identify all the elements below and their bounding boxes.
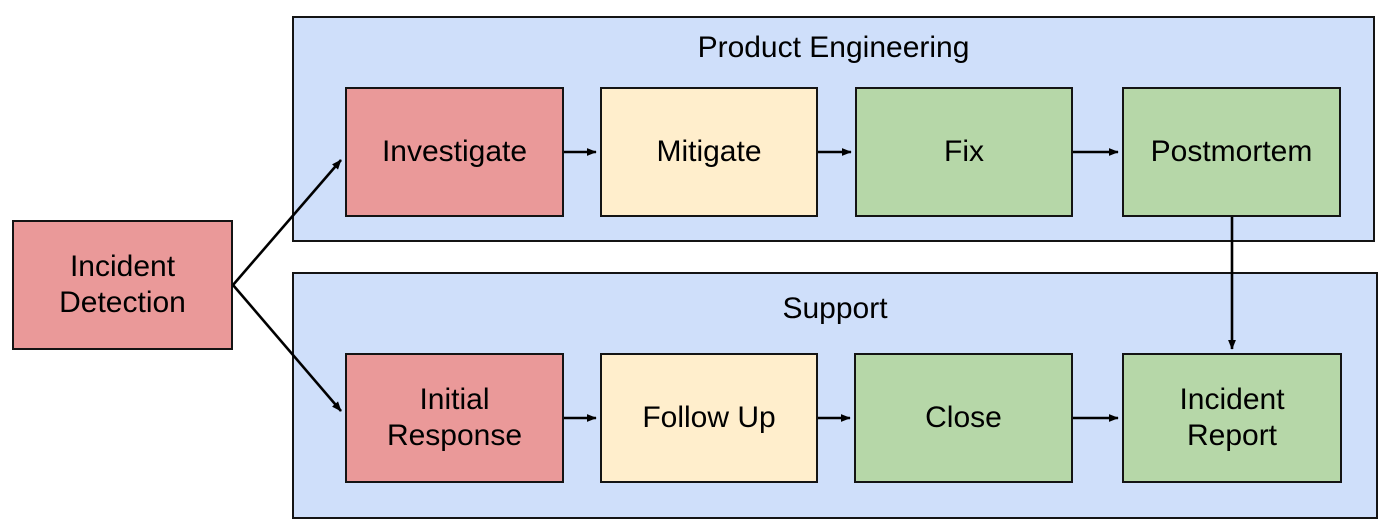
node-mitigate[interactable]: Mitigate — [600, 87, 818, 217]
swimlane-title-product-engineering: Product Engineering — [697, 31, 970, 64]
node-investigate[interactable]: Investigate — [345, 87, 564, 217]
edge-detection-to-investigate — [232, 159, 342, 286]
swimlane-title-support: Support — [782, 292, 888, 325]
node-incident-detection[interactable]: Incident Detection — [12, 220, 233, 350]
edge-detection-to-initial-response — [232, 284, 342, 412]
node-fix[interactable]: Fix — [855, 87, 1073, 217]
node-initial-response[interactable]: Initial Response — [345, 353, 564, 483]
node-postmortem[interactable]: Postmortem — [1122, 87, 1341, 217]
node-follow-up[interactable]: Follow Up — [600, 353, 818, 483]
node-incident-report[interactable]: Incident Report — [1122, 353, 1342, 483]
node-close[interactable]: Close — [854, 353, 1073, 483]
